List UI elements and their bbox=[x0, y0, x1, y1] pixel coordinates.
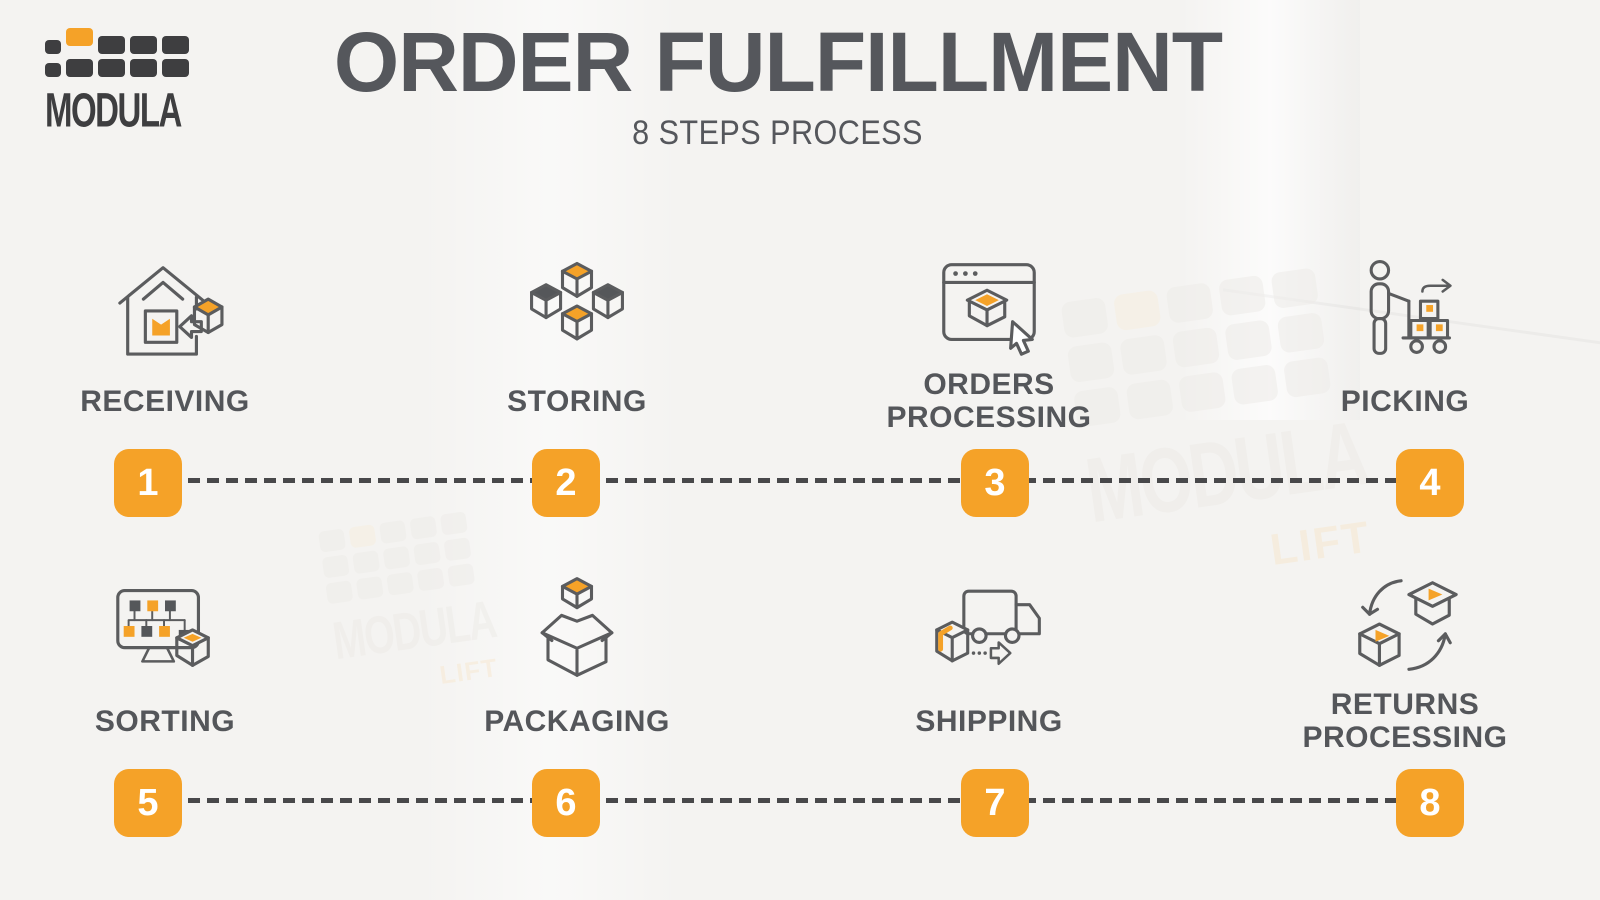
page-subtitle: 8 STEPS PROCESS bbox=[632, 114, 924, 153]
step-number-badge: 8 bbox=[1396, 769, 1464, 837]
step-label: PACKAGING bbox=[484, 704, 670, 738]
modula-logo-wordmark: MODULA bbox=[45, 83, 182, 137]
returns-processing-icon bbox=[1358, 579, 1458, 671]
step-label: PICKING bbox=[1340, 384, 1470, 418]
step-number-badge: 3 bbox=[961, 449, 1029, 517]
step-label: ORDERS PROCESSING bbox=[886, 368, 1092, 434]
sorting-icon bbox=[116, 589, 210, 667]
step-shipping: SHIPPING bbox=[819, 570, 1159, 760]
step-number-badge: 6 bbox=[532, 769, 600, 837]
page-title: ORDER FULFILLMENT bbox=[333, 15, 1223, 109]
step-label: RETURNS PROCESSING bbox=[1302, 688, 1508, 754]
orders-processing-icon bbox=[942, 263, 1036, 356]
step-label: RECEIVING bbox=[80, 384, 250, 418]
step-orders-processing: ORDERS PROCESSING bbox=[819, 250, 1159, 440]
modula-logo: MODULA bbox=[45, 28, 195, 137]
step-label: SORTING bbox=[94, 704, 236, 738]
packaging-icon bbox=[540, 577, 614, 677]
step-receiving: RECEIVING bbox=[0, 250, 335, 440]
step-returns-processing: RETURNS PROCESSING bbox=[1235, 570, 1575, 760]
step-sorting: SORTING bbox=[0, 570, 335, 760]
step-packaging: PACKAGING bbox=[407, 570, 747, 760]
step-label: SHIPPING bbox=[915, 704, 1063, 738]
receiving-icon bbox=[118, 266, 224, 356]
storing-icon bbox=[530, 261, 624, 341]
step-number-badge: 4 bbox=[1396, 449, 1464, 517]
step-number-badge: 2 bbox=[532, 449, 600, 517]
step-picking: PICKING bbox=[1235, 250, 1575, 440]
step-number-badge: 5 bbox=[114, 769, 182, 837]
step-number-badge: 7 bbox=[961, 769, 1029, 837]
shipping-icon bbox=[935, 589, 1041, 665]
step-number-badge: 1 bbox=[114, 449, 182, 517]
connector-dashed-line-row2 bbox=[150, 798, 1432, 803]
modula-logo-grid bbox=[45, 28, 195, 77]
step-label: STORING bbox=[507, 384, 647, 418]
picking-icon bbox=[1369, 259, 1452, 355]
step-storing: STORING bbox=[407, 250, 747, 440]
connector-dashed-line-row1 bbox=[150, 478, 1432, 483]
